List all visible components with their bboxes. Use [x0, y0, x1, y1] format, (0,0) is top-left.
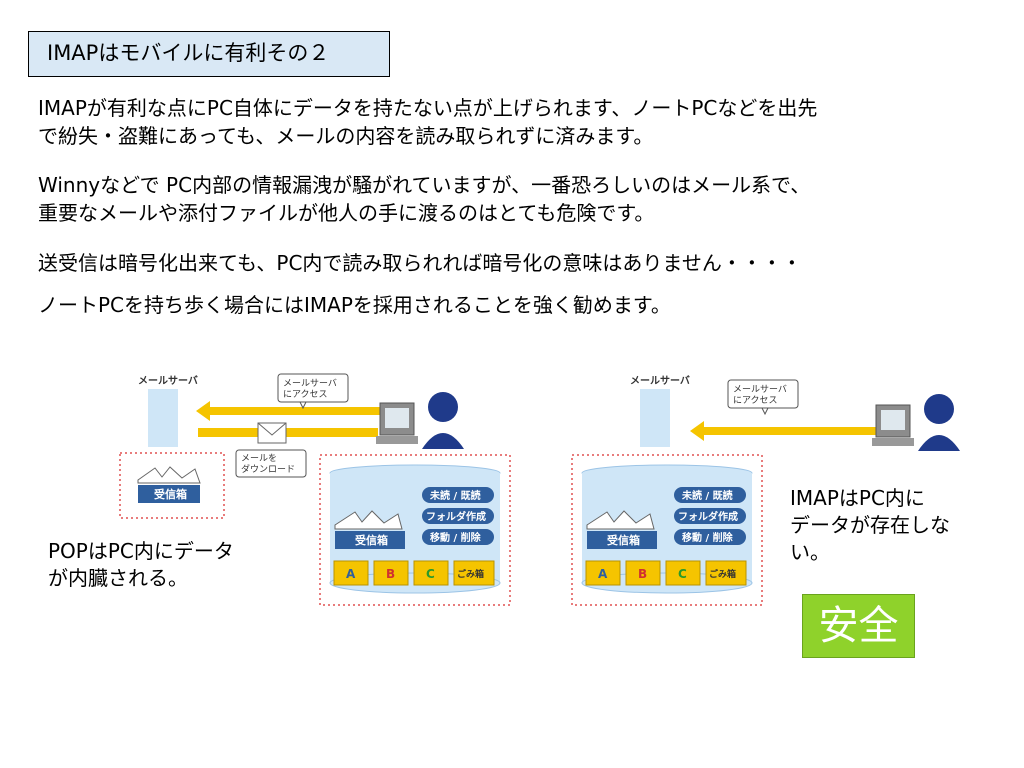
folder-b-icon: B [625, 560, 661, 586]
tag-folder: フォルダ作成 [674, 508, 746, 524]
inbox-tray [587, 531, 657, 549]
access-arrow-icon [196, 401, 380, 421]
mail-server-icon [148, 389, 178, 447]
access-bubble [277, 373, 349, 403]
svg-text:移動 / 削除: 移動 / 削除 [430, 531, 482, 544]
paragraph-1-line-2: で紛失・盗難にあっても、メールの内容を読み取られずに済みます。 [38, 124, 654, 148]
tag-folder: フォルダ作成 [422, 508, 494, 524]
download-bubble [235, 449, 307, 478]
svg-text:B: B [638, 567, 647, 581]
svg-text:C: C [426, 567, 435, 581]
svg-text:ごみ箱: ごみ箱 [709, 568, 736, 580]
svg-text:A: A [346, 567, 356, 581]
server-inbox-tray [138, 485, 200, 503]
access-bubble-text-1: メールサーバ [733, 384, 787, 395]
tag-move: 移動 / 削除 [674, 529, 746, 545]
pop-diagram: メールサーバ メールサーバ にアクセス メールを ダウンロード 受信箱 未読 /… [119, 373, 511, 606]
svg-text:A: A [598, 567, 608, 581]
server-label: メールサーバ [138, 375, 198, 387]
imap-caption-line-1: IMAPはPC内に [790, 486, 925, 510]
imap-caption-line-2: データが存在しな [790, 513, 950, 537]
paragraph-2-line-2: 重要なメールや添付ファイルが他人の手に渡るのはとても危険です。 [38, 201, 655, 225]
svg-text:移動 / 削除: 移動 / 削除 [682, 531, 734, 544]
pc-inbox-tray [335, 531, 405, 549]
access-bubble-text-2: にアクセス [283, 389, 328, 400]
paragraph-1-line-1: IMAPが有利な点にPC自体にデータを持たない点が上げられます、ノートPCなどを… [38, 96, 818, 120]
pop-caption-line-2: が内臓される。 [48, 566, 188, 590]
slide-title: IMAPはモバイルに有利その２ [28, 31, 390, 77]
folder-a-icon: A [333, 560, 369, 586]
paragraph-4: ノートPCを持ち歩く場合にはIMAPを採用されることを強く勧めます。 [38, 293, 671, 317]
access-arrow-icon [690, 421, 876, 441]
server-storage-frame [571, 454, 763, 606]
folder-c-icon: C [413, 560, 449, 586]
inbox-label: 受信箱 [607, 533, 640, 547]
paragraph-2-line-1: Winnyなどで PC内部の情報漏洩が騒がれていますが、一番恐ろしいのはメール系… [38, 173, 811, 197]
imap-caption: IMAPはPC内に データが存在しな い。 [790, 485, 950, 566]
paragraph-3: 送受信は暗号化出来ても、PC内で読み取られれば暗号化の意味はありません・・・・ [38, 251, 802, 275]
access-bubble-text-2: にアクセス [733, 395, 778, 406]
svg-text:C: C [678, 567, 687, 581]
server-inbox-label: 受信箱 [154, 487, 187, 501]
trash-folder-icon: ごみ箱 [705, 560, 747, 586]
safe-badge: 安全 [802, 594, 915, 658]
download-bubble-text-2: ダウンロード [241, 463, 295, 475]
folder-a-icon: A [585, 560, 621, 586]
user-icon [428, 392, 458, 422]
svg-text:未読 / 既読: 未読 / 既読 [429, 489, 481, 502]
tag-unread: 未読 / 既読 [422, 487, 494, 503]
pop-caption: POPはPC内にデータ が内臓される。 [48, 538, 234, 592]
mail-server-icon [640, 389, 670, 447]
server-inbox-frame [119, 452, 225, 519]
download-bubble-text-1: メールを [241, 453, 277, 464]
svg-text:未読 / 既読: 未読 / 既読 [681, 489, 733, 502]
imap-caption-line-3: い。 [790, 540, 830, 564]
imap-diagram: メールサーバ メールサーバ にアクセス 未読 / 既読 フォルダ作成 移動 / … [571, 375, 960, 606]
tag-move: 移動 / 削除 [422, 529, 494, 545]
svg-text:ごみ箱: ごみ箱 [457, 568, 484, 580]
pc-storage-frame [319, 454, 511, 606]
download-arrow-icon [198, 428, 378, 437]
pop-caption-line-1: POPはPC内にデータ [48, 539, 234, 563]
folder-b-icon: B [373, 560, 409, 586]
server-label: メールサーバ [630, 375, 690, 387]
svg-text:フォルダ作成: フォルダ作成 [426, 510, 486, 523]
svg-text:B: B [386, 567, 395, 581]
trash-folder-icon: ごみ箱 [453, 560, 495, 586]
access-bubble-text-1: メールサーバ [283, 378, 337, 389]
svg-text:フォルダ作成: フォルダ作成 [678, 510, 738, 523]
envelope-icon [257, 422, 287, 444]
folder-c-icon: C [665, 560, 701, 586]
user-icon [924, 394, 954, 424]
tag-unread: 未読 / 既読 [674, 487, 746, 503]
pc-inbox-label: 受信箱 [355, 533, 388, 547]
